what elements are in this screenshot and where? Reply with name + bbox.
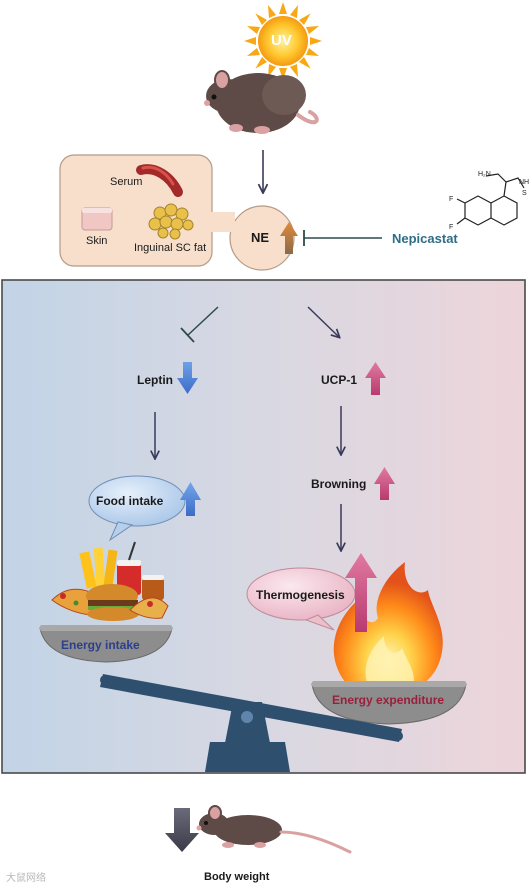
fat-label: Inguinal SC fat — [134, 242, 207, 254]
ucp1-up-arrow-icon — [365, 362, 386, 395]
leptin-label: Leptin — [137, 373, 173, 387]
branch-inhibit-leptin-bar — [180, 327, 195, 343]
svg-text:S: S — [522, 190, 527, 197]
energy-expenditure-label: Energy expenditure — [332, 693, 445, 707]
leptin-down-arrow-icon — [177, 362, 198, 394]
ne-circle — [229, 205, 295, 271]
food-intake-label: Food intake — [96, 494, 164, 508]
watermark-text: 大鼠网络 — [6, 873, 46, 884]
food-intake-bubble — [88, 475, 186, 542]
svg-text:F: F — [449, 224, 453, 231]
ne-up-arrow-icon — [280, 222, 298, 254]
skin-label: Skin — [86, 235, 108, 247]
balance-scale-icon — [100, 674, 403, 772]
ne-label: NE — [251, 230, 270, 245]
right-scale-pan-rim — [312, 681, 466, 687]
nepicastat-structure-labels: F F H₂N NH S — [449, 171, 529, 231]
food-intake-up-arrow-icon — [180, 482, 201, 516]
mouse-irradiated-icon — [204, 70, 319, 134]
left-scale-pan-rim — [40, 625, 172, 631]
thermogenesis-up-arrow-icon — [345, 553, 377, 632]
fat-cluster-icon — [148, 203, 194, 240]
flame-icon — [333, 562, 443, 695]
tissue-box-connector-fill — [205, 212, 235, 232]
skin-icon — [81, 207, 113, 231]
browning-up-arrow-icon — [374, 467, 395, 500]
browning-label: Browning — [311, 477, 367, 491]
left-scale-pan — [39, 627, 173, 663]
energy-intake-label: Energy intake — [61, 638, 140, 652]
right-scale-pan — [311, 683, 467, 725]
svg-text:NH: NH — [519, 179, 529, 186]
nepicastat-label: Nepicastat — [392, 231, 458, 246]
serum-vessel-icon — [136, 164, 183, 197]
sun-uv-label: UV — [271, 32, 292, 49]
thermogenesis-bubble — [246, 567, 356, 631]
branch-inhibit-leptin-line — [187, 306, 219, 336]
body-weight-down-arrow-icon — [165, 808, 199, 852]
ucp1-label: UCP-1 — [321, 373, 358, 387]
body-weight-label: Body weight — [204, 871, 270, 883]
thermogenesis-label: Thermogenesis — [256, 588, 345, 602]
mouse-lean-icon — [196, 805, 352, 854]
sun-icon — [244, 2, 322, 80]
branch-arrow-ucp1 — [307, 306, 339, 337]
svg-text:H₂N: H₂N — [478, 171, 491, 178]
nepicastat-structure-icon — [456, 173, 525, 226]
svg-text:F: F — [449, 196, 453, 203]
food-pile-icon — [51, 541, 169, 621]
serum-label: Serum — [110, 176, 143, 188]
